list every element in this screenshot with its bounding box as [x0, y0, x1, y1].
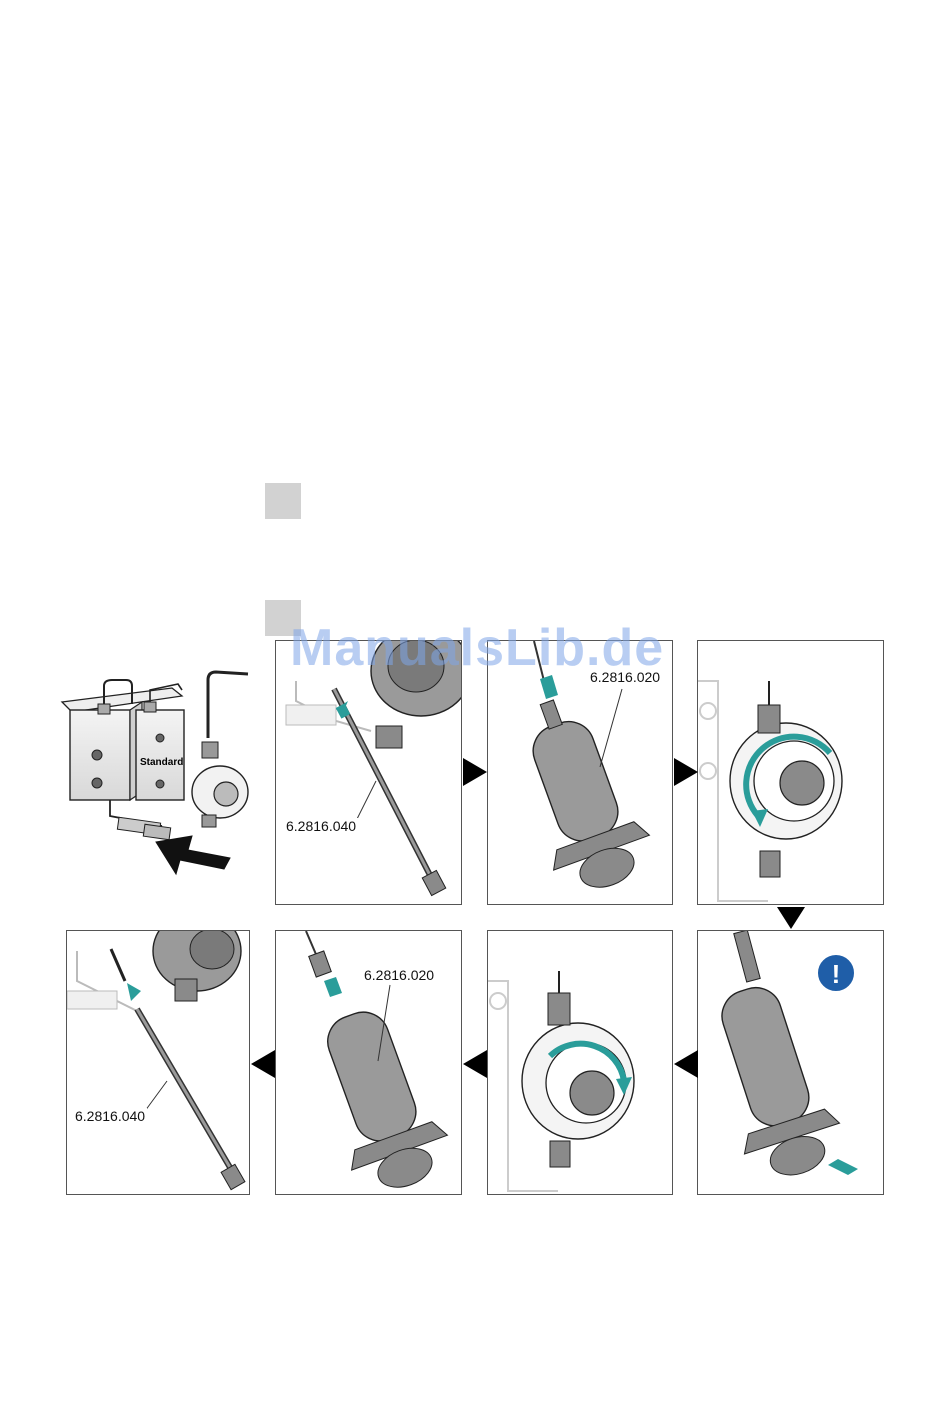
panel-attach-syringe: 6.2816.020	[487, 640, 673, 905]
panel-remove-syringe: 6.2816.020	[275, 930, 462, 1195]
flow-arrow-left-1	[674, 1050, 698, 1078]
panel-turn-knob-ccw	[697, 640, 884, 905]
panel-remove-rod: 6.2816.040	[66, 930, 250, 1195]
valve-assembly-overview: Standard	[52, 660, 252, 900]
flow-arrow-right-2	[674, 758, 698, 786]
panel-pull-plunger: !	[697, 930, 884, 1195]
flow-arrow-left-3	[251, 1050, 275, 1078]
flow-arrow-left-2	[463, 1050, 487, 1078]
panel-insert-rod: 6.2816.040	[275, 640, 462, 905]
part-number-label: 6.2816.040	[284, 818, 358, 834]
panel-turn-knob-cw	[487, 930, 673, 1195]
flow-arrow-right-1	[463, 758, 487, 786]
insert-direction-arrow	[156, 836, 230, 874]
exclamation-icon: !	[832, 959, 841, 989]
step-marker-1	[265, 483, 301, 519]
flow-arrow-down	[777, 907, 805, 929]
part-number-label: 6.2816.020	[362, 967, 436, 983]
part-number-label: 6.2816.040	[73, 1108, 147, 1124]
watermark: ManualsLib.de	[290, 618, 664, 678]
standard-text: Standard	[140, 757, 183, 768]
